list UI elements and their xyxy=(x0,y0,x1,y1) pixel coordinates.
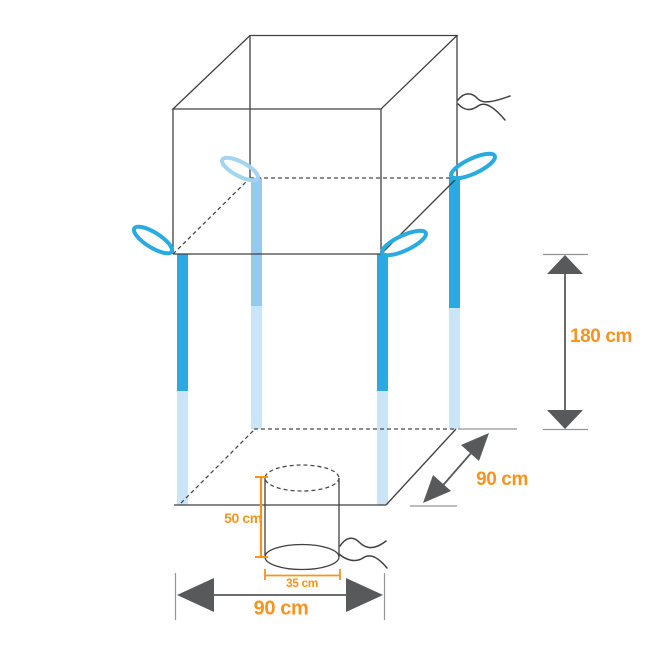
height-dimension-label: 180 cm xyxy=(569,326,633,347)
strap-front-left xyxy=(177,254,188,505)
strap-front-right xyxy=(377,254,388,505)
depth-dimension-arrow xyxy=(410,428,517,507)
bag-body-outline xyxy=(171,34,459,255)
spout-bottom-opening xyxy=(264,543,340,571)
strap-back-left xyxy=(251,178,262,429)
arrowhead-left xyxy=(177,578,214,612)
discharge-spout xyxy=(264,464,340,571)
strap-back-right xyxy=(449,178,460,429)
top-face-edges xyxy=(171,34,459,110)
strap-upper-segment xyxy=(251,178,262,306)
spout-diameter-dimension-label: 35 cm xyxy=(285,576,319,590)
strap-lower-segment xyxy=(251,306,262,429)
depth-dimension-label: 90 cm xyxy=(476,469,528,490)
arrowhead-down-left xyxy=(423,475,451,503)
tie-cord-spout xyxy=(338,537,388,569)
bag-bottom-outline xyxy=(174,428,457,506)
arrowhead-down xyxy=(547,410,583,429)
lifting-loop-front-left xyxy=(131,224,175,256)
hidden-bottom-left-edge xyxy=(180,429,255,504)
strap-lower-segment xyxy=(177,391,188,505)
tie-string-upper xyxy=(457,93,511,103)
tie-string-upper xyxy=(339,537,387,549)
spout-diameter-ruler xyxy=(264,569,341,580)
hidden-left-bottom-edge xyxy=(172,177,251,255)
bottom-right-edge xyxy=(385,428,457,506)
arrowhead-up-right xyxy=(461,433,489,461)
strap-upper-segment xyxy=(449,178,460,308)
tie-string-lower xyxy=(457,103,506,121)
lifting-loop-back-left xyxy=(220,155,260,183)
strap-lower-segment xyxy=(377,391,388,505)
lifting-loop-back-right xyxy=(449,151,497,181)
tie-cord-top xyxy=(457,93,511,121)
strap-lower-segment xyxy=(449,308,460,429)
spout-height-ruler xyxy=(255,476,268,558)
width-dimension-arrow xyxy=(174,573,386,620)
height-dimension-arrow xyxy=(543,253,588,431)
spout-height-dimension-label: 50 cm xyxy=(224,510,262,526)
arrowhead-up xyxy=(547,255,583,274)
tie-string-lower xyxy=(338,553,388,569)
width-dimension-label: 90 cm xyxy=(253,597,309,620)
lifting-loop-front-right xyxy=(380,228,428,258)
strap-upper-segment xyxy=(377,254,388,391)
spout-top-hidden-rim xyxy=(264,464,340,492)
arrowhead-right xyxy=(346,578,383,612)
strap-upper-segment xyxy=(177,254,188,391)
